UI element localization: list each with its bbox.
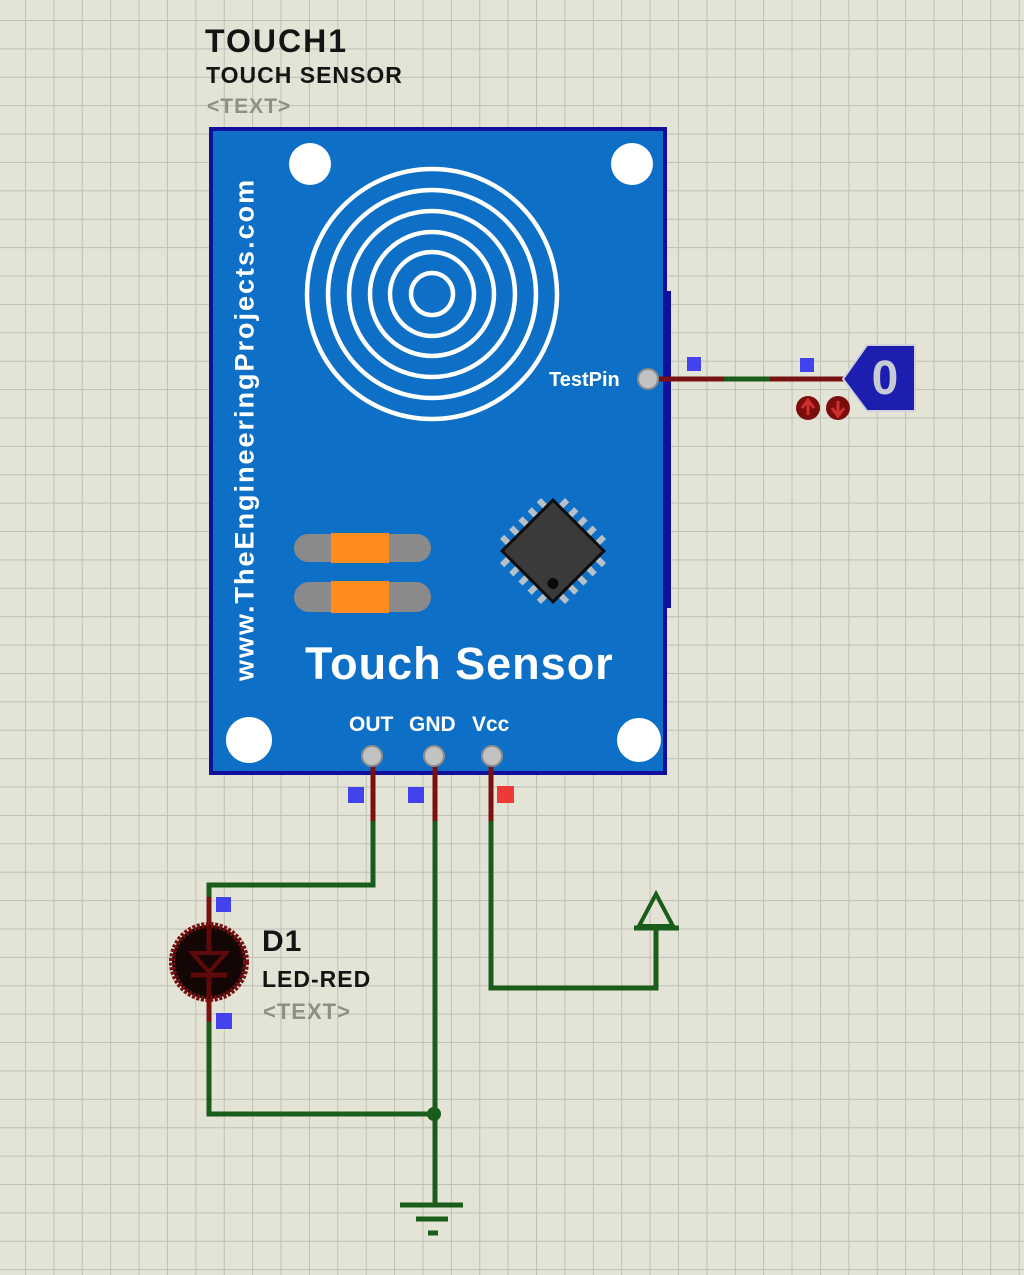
testpin-label: TestPin	[549, 369, 620, 391]
mounting-hole-bottom-right	[617, 718, 661, 762]
current-arrow-down-icon	[826, 396, 850, 420]
marker-blue-gnd	[408, 787, 424, 803]
wire-out-to-led[interactable]	[206, 821, 376, 899]
marker-red-vcc	[497, 786, 514, 803]
smd-resistor-1	[294, 533, 431, 563]
wire-led-to-ground[interactable]	[206, 1022, 434, 1117]
mounting-hole-top-right	[611, 143, 653, 185]
marker-blue-out	[348, 787, 364, 803]
board-title-text: Touch Sensor	[305, 638, 614, 689]
logic-probe[interactable]	[841, 344, 916, 412]
pin-label-vcc: Vcc	[472, 713, 510, 736]
resistor-band	[331, 533, 389, 563]
marker-blue-led-bottom	[216, 1013, 232, 1029]
pad-out[interactable]	[361, 745, 383, 767]
board-edge-notch	[663, 291, 671, 608]
wire-vcc-to-power[interactable]	[488, 821, 659, 991]
touch-module-ref-label: TOUCH1	[205, 23, 348, 59]
mounting-hole-top-left	[289, 143, 331, 185]
pad-testpin[interactable]	[637, 368, 659, 390]
touch-module-value-label: TOUCH SENSOR	[206, 62, 403, 88]
mounting-hole-bottom-left	[226, 717, 272, 763]
touch-pad-rings	[304, 166, 560, 422]
node-markers	[216, 357, 814, 1029]
pad-gnd[interactable]	[423, 745, 445, 767]
led-value-label: LED-RED	[262, 966, 372, 992]
pin-label-gnd: GND	[409, 713, 456, 736]
led-text-placeholder: <TEXT>	[263, 999, 351, 1024]
marker-blue-led-top	[216, 897, 231, 912]
pin-label-out: OUT	[349, 713, 394, 736]
ground-symbol[interactable]	[400, 1202, 463, 1236]
led-d1[interactable]	[169, 922, 249, 1002]
power-symbol[interactable]	[634, 889, 679, 931]
marker-blue-testpin-1	[687, 357, 701, 371]
led-ref-label: D1	[262, 925, 303, 958]
ic-pin1-dot	[547, 578, 559, 590]
current-arrow-up-icon	[796, 396, 820, 420]
smd-resistor-2	[294, 581, 431, 613]
marker-blue-testpin-2	[800, 358, 814, 372]
probe-state-value: 0	[871, 352, 899, 405]
touch-ic-chip	[499, 497, 607, 605]
pad-vcc[interactable]	[481, 745, 503, 767]
touch-module-text-placeholder: <TEXT>	[207, 95, 292, 118]
resistor-band	[331, 581, 389, 613]
touch-sensor-module[interactable]: www.TheEngineeringProjects.com TestPin	[209, 127, 667, 775]
wire-junction-dot	[427, 1107, 441, 1121]
